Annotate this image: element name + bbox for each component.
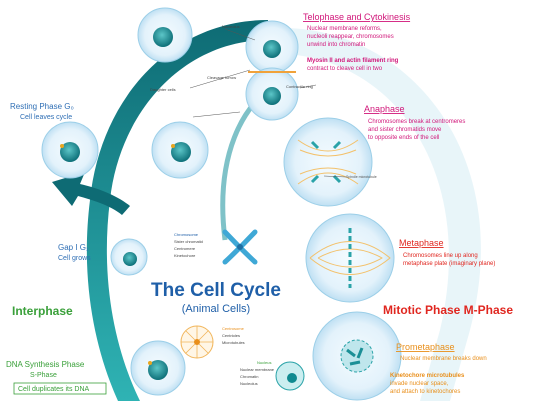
diagram-subtitle: (Animal Cells) xyxy=(182,303,250,315)
label-nucleus: Nucleus xyxy=(257,360,271,365)
resting-phase-desc: Cell leaves cycle xyxy=(20,114,72,121)
nucleus-illustration xyxy=(275,361,305,391)
centrosome-illustration xyxy=(180,325,214,359)
label-nuclear-membrane: Nuclear membrane xyxy=(240,367,275,372)
telophase-desc-1: Nuclear membrane reforms, xyxy=(307,26,382,32)
cell-daughter xyxy=(137,7,193,63)
prometaphase-desc2-1: Kinetochore microtubules xyxy=(390,373,465,379)
cell-g1-top xyxy=(151,121,209,179)
synthesis-desc: Cell duplicates its DNA xyxy=(18,386,90,393)
synthesis-phase: S-Phase xyxy=(30,372,57,379)
gap1-title: Gap I G₁ xyxy=(58,243,89,252)
diagram-title: The Cell Cycle xyxy=(151,280,281,301)
cell-synthesis xyxy=(130,340,186,396)
label-kinetochore: Kinetochore xyxy=(174,253,196,258)
resting-arrow xyxy=(52,172,130,215)
telophase-desc-3: unwind into chromatin xyxy=(307,42,365,48)
prometaphase-desc2-2: invade nuclear space, xyxy=(390,381,449,387)
anaphase-desc-2: and sister chromatids move xyxy=(368,127,442,133)
mitotic-arc xyxy=(255,27,481,401)
metaphase-title: Metaphase xyxy=(399,238,444,248)
label-spindle: Spindle microtubule xyxy=(346,175,377,179)
anaphase-desc-1: Chromosomes break at centromeres xyxy=(368,119,465,125)
cell-metaphase xyxy=(305,213,395,303)
label-centromere: Centromere xyxy=(174,246,196,251)
gap1-desc: Cell grows xyxy=(58,255,91,262)
anaphase-title: Anaphase xyxy=(364,104,405,114)
mitotic-phase-label: Mitotic Phase M-Phase xyxy=(383,303,513,317)
label-sister-chromatid: Sister chromatid xyxy=(174,239,203,244)
cell-gap1 xyxy=(110,238,148,276)
label-cleavage: Cleavage furrow xyxy=(207,75,236,80)
cell-prometaphase xyxy=(312,311,402,401)
cell-resting xyxy=(41,121,99,179)
label-centrosome: Centrosome xyxy=(222,326,245,331)
leader-lines xyxy=(189,28,347,178)
synthesis-title: DNA Synthesis Phase xyxy=(6,360,85,369)
resting-phase-title: Resting Phase G₀ xyxy=(10,102,74,111)
cell-anaphase xyxy=(283,117,373,207)
label-microtubules: Microtubules xyxy=(222,340,245,345)
label-chromosome: Chromosome xyxy=(174,232,199,237)
label-centrioles: Centrioles xyxy=(222,333,240,338)
label-contractile: Contractile ring xyxy=(286,84,313,89)
prometaphase-desc-1: Nuclear membrane breaks down xyxy=(400,356,487,362)
telophase-desc2-1: Myosin II and actin filament ring xyxy=(307,58,399,64)
label-chromatin: Chromatin xyxy=(240,374,258,379)
cell-telophase-bottom xyxy=(245,67,299,121)
label-daughter-cells: Daughter cells xyxy=(150,87,176,92)
synthesis-desc-box xyxy=(13,382,107,395)
prometaphase-title: Prometaphase xyxy=(396,342,455,352)
anaphase-desc-3: to opposite ends of the cell xyxy=(368,135,439,141)
telophase-desc2-2: contract to cleave cell in two xyxy=(307,66,383,72)
label-nucleolus: Nucleolus xyxy=(222,24,240,29)
telophase-desc-2: nucleoli reappear, chromosomes xyxy=(307,34,394,40)
label-nucleolus-2: Nucleolus xyxy=(240,381,258,386)
interphase-label: Interphase xyxy=(12,304,73,318)
metaphase-desc-1: Chromosomes line up along xyxy=(403,253,478,259)
cell-telophase-top xyxy=(245,20,299,74)
interphase-arc xyxy=(86,20,269,401)
metaphase-desc-2: metaphase plate (imaginary plane) xyxy=(403,261,495,267)
telophase-title: Telophase and Cytokinesis xyxy=(303,12,411,22)
prometaphase-desc2-3: and attach to kinetochores xyxy=(390,389,460,395)
chromosome-illustration xyxy=(222,229,258,265)
